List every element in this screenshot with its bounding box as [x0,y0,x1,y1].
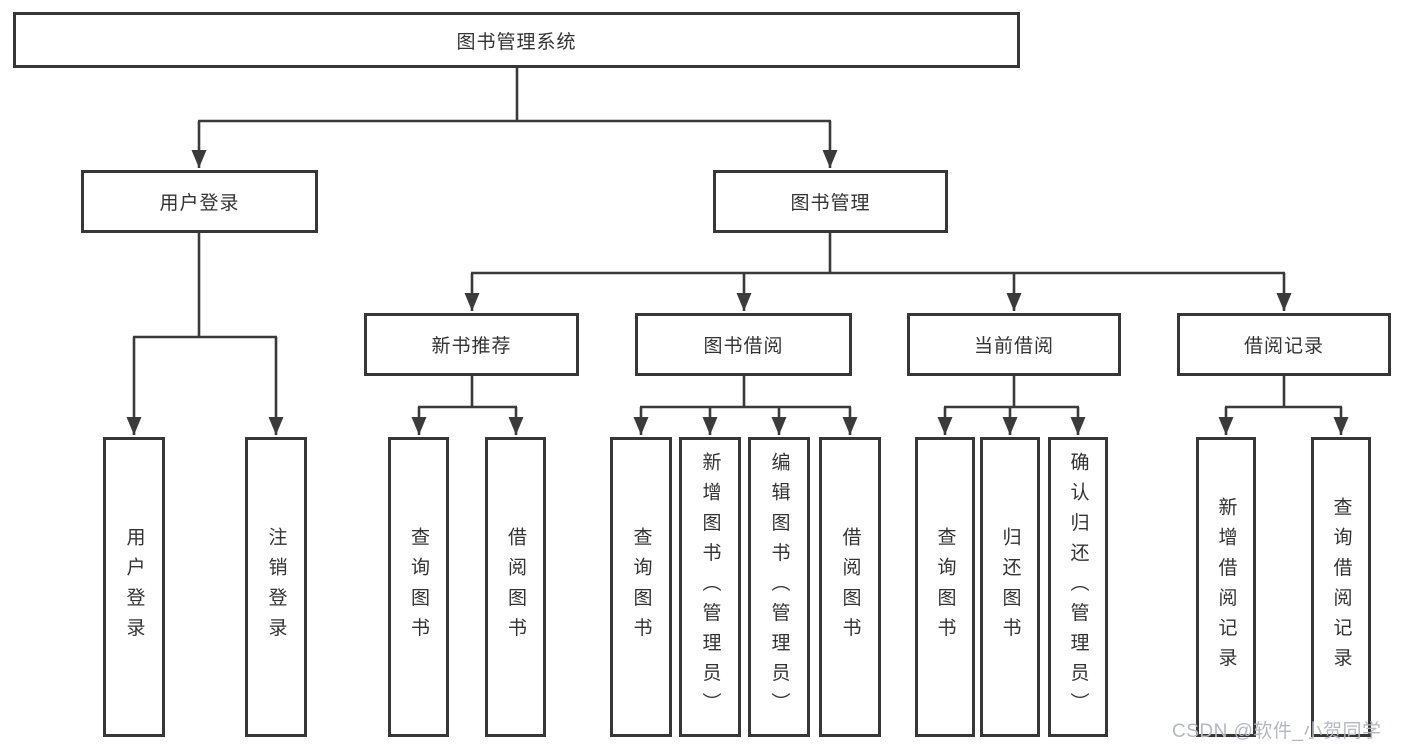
node-confirm-return-admin: 确认归还（管理员） [1048,437,1108,737]
node-query-books-1: 查询图书 [388,437,449,737]
node-logout-leaf: 注销登录 [245,437,307,737]
node-new-book-recommendation: 新书推荐 [364,313,579,376]
node-add-books-admin: 新增图书（管理员） [679,437,741,737]
node-borrowing-records: 借阅记录 [1177,313,1391,376]
watermark: CSDN @软件_小贺同学 [1172,721,1382,742]
node-query-borrow-record: 查询借阅记录 [1311,437,1371,737]
node-current-borrowing: 当前借阅 [907,313,1121,376]
node-return-books: 归还图书 [980,437,1040,737]
node-book-borrowing: 图书借阅 [635,313,852,376]
node-user-login-leaf: 用户登录 [103,437,165,737]
node-borrow-books-1: 借阅图书 [485,437,546,737]
node-borrow-books-2: 借阅图书 [819,437,881,737]
node-book-management: 图书管理 [713,170,948,233]
node-library-management-system: 图书管理系统 [13,12,1020,68]
node-add-borrow-record: 新增借阅记录 [1196,437,1256,737]
node-query-books-2: 查询图书 [610,437,672,737]
node-query-books-3: 查询图书 [915,437,975,737]
node-edit-books-admin: 编辑图书（管理员） [748,437,810,737]
node-user-login: 用户登录 [81,170,318,233]
